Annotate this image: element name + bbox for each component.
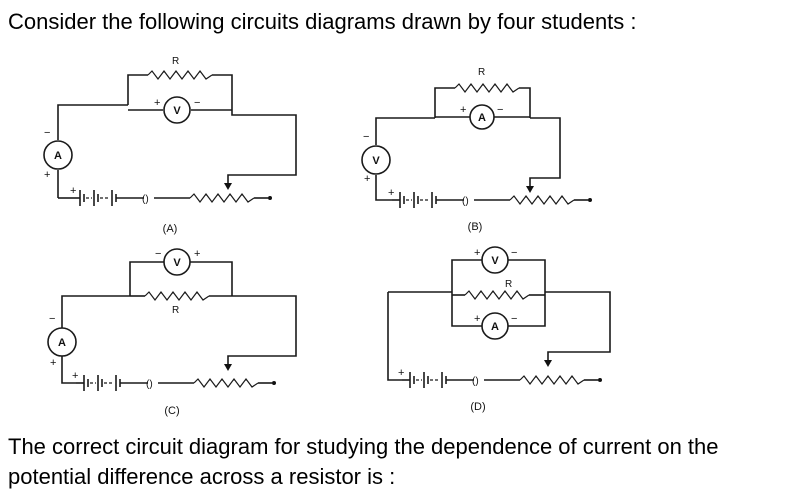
voltmeter-label-d: V [491, 255, 499, 267]
ammeter-d [481, 312, 509, 340]
svg-text:+: + [474, 247, 480, 259]
svg-text:−: − [44, 127, 50, 139]
svg-text:−: − [511, 247, 517, 259]
svg-text:+: + [50, 357, 56, 369]
svg-text:+: + [44, 169, 50, 181]
svg-text:+: + [398, 367, 404, 379]
question-text: Consider the following circuits diagrams… [8, 9, 637, 34]
circuit-a: R V + − A − + + (A) [43, 56, 297, 235]
caption-b: (B) [468, 221, 483, 233]
svg-text:+: + [364, 173, 370, 185]
caption-d: (D) [470, 401, 485, 413]
ammeter-b [469, 104, 495, 130]
svg-text:+: + [70, 185, 76, 197]
svg-text:+: + [194, 248, 200, 260]
voltmeter-d [481, 246, 509, 274]
prompt-text: The correct circuit diagram for studying… [8, 434, 719, 489]
svg-text:−: − [511, 313, 517, 325]
voltmeter-b [361, 145, 391, 175]
ammeter-label-d: A [491, 321, 499, 333]
svg-text:−: − [497, 104, 503, 116]
voltmeter-label-c: V [173, 257, 181, 269]
ammeter-label-b: A [478, 112, 486, 124]
voltmeter-c [163, 248, 191, 276]
resistor-label-d: R [505, 279, 512, 290]
svg-text:−: − [155, 248, 161, 260]
svg-text:−: − [49, 313, 55, 325]
ammeter-c [47, 327, 77, 357]
voltmeter-a [163, 96, 191, 124]
ammeter-a [43, 140, 73, 170]
ammeter-label-c: A [58, 337, 66, 349]
circuit-d: V + − R A + − + (D) [387, 246, 611, 413]
svg-text:−: − [194, 97, 200, 109]
caption-a: (A) [163, 223, 178, 235]
svg-text:+: + [388, 187, 394, 199]
svg-text:+: + [72, 370, 78, 382]
resistor-label-b: R [478, 67, 485, 78]
svg-text:−: − [363, 131, 369, 143]
svg-text:+: + [154, 97, 160, 109]
svg-text:+: + [474, 313, 480, 325]
resistor-label-c: R [172, 305, 179, 316]
caption-c: (C) [164, 405, 179, 417]
voltmeter-label-b: V [372, 155, 380, 167]
circuit-c: R V − + A − + + (C) [47, 248, 297, 417]
svg-text:+: + [460, 104, 466, 116]
circuit-b: R A + − V − + + (B) [361, 67, 592, 233]
voltmeter-label-a: V [173, 105, 181, 117]
ammeter-label-a: A [54, 150, 62, 162]
resistor-label-a: R [172, 56, 179, 67]
